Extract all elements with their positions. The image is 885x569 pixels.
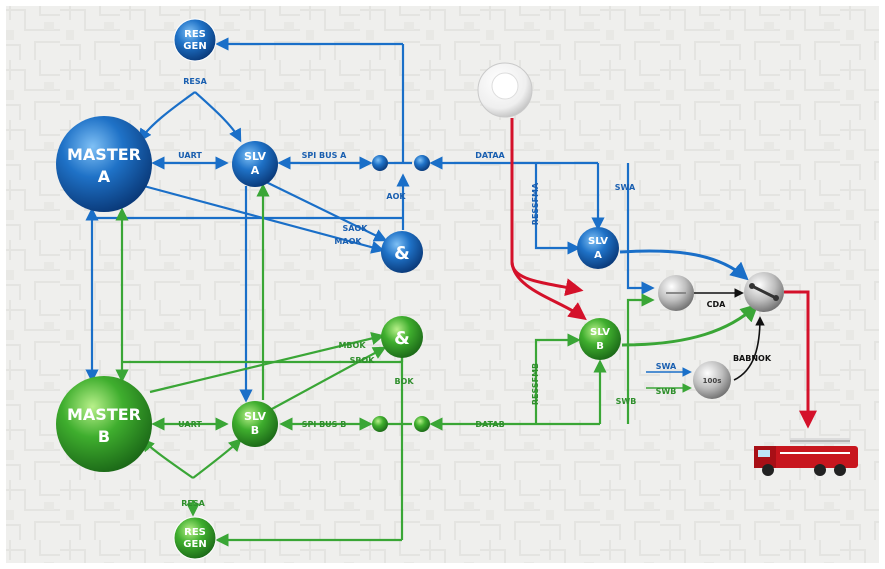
slv-a-node: SLV A [232, 141, 278, 187]
and-gate-b-symbol: & [394, 328, 410, 349]
fire-truck-icon [754, 438, 858, 476]
diagram-labels: RESA UART SPI BUS A DATAA AOK SAOK MAOK … [178, 77, 772, 508]
circuit-background [6, 6, 879, 563]
label-swb-input: SWB [656, 387, 677, 396]
label-saok: SAOK [343, 224, 369, 233]
resgen-b-node: RES GEN [173, 516, 217, 560]
output-switch-icon [744, 272, 784, 312]
master-a-line1: MASTER [67, 145, 141, 164]
label-sbok: SBOK [350, 356, 376, 365]
master-b-line1: MASTER [67, 405, 141, 424]
sensor-button-icon [477, 62, 533, 118]
label-ressfma: RESSFMA [531, 182, 540, 225]
red-connections [510, 118, 817, 429]
label-swb: SWB [616, 397, 637, 406]
label-swa: SWA [615, 183, 636, 192]
label-dataa: DATAA [475, 151, 505, 160]
label-cda: CDA [707, 300, 727, 309]
slv-a-output-line1: SLV [588, 236, 608, 247]
resgen-a-line1: RES [184, 29, 206, 40]
label-babnok: BABNOK [733, 354, 772, 363]
slv-b-output-line2: B [596, 341, 604, 352]
relay-switch-icon [658, 275, 694, 311]
label-mbok: MBOK [338, 341, 366, 350]
spi-bus-a-junction-1 [372, 155, 388, 171]
label-spi-bus-a: SPI BUS A [302, 151, 348, 160]
slv-b-line1: SLV [244, 410, 266, 423]
slv-a-output-node: SLV A [577, 227, 619, 269]
timer-label: 100s [703, 377, 722, 385]
master-b-node: MASTER B [56, 376, 152, 472]
slv-b-node: SLV B [232, 401, 278, 447]
label-datab: DATAB [475, 420, 504, 429]
label-maok: MAOK [334, 237, 362, 246]
master-a-node: MASTER A [56, 116, 152, 212]
slv-a-line2: A [251, 164, 260, 177]
label-bok: BOK [394, 377, 414, 386]
label-uart-a: UART [178, 151, 202, 160]
and-gate-a-symbol: & [394, 243, 410, 264]
slv-b-output-node: SLV B [579, 318, 621, 360]
resgen-b-line2: GEN [183, 539, 206, 550]
spi-bus-b-junction-2 [414, 416, 430, 432]
spi-bus-b-junction-1 [372, 416, 388, 432]
label-uart-b: UART [178, 420, 202, 429]
black-connections [694, 288, 765, 381]
spi-bus-a-junction-2 [414, 155, 430, 171]
label-aok: AOK [386, 192, 406, 201]
slv-a-line1: SLV [244, 150, 266, 163]
master-b-line2: B [98, 427, 110, 446]
resgen-a-node: RES GEN [173, 18, 217, 62]
label-spi-bus-b: SPI BUS B [302, 420, 347, 429]
slv-a-output-line2: A [594, 250, 602, 261]
label-resa-top: RESA [183, 77, 207, 86]
slv-b-output-line1: SLV [590, 327, 610, 338]
timer-icon: 100s [693, 361, 731, 399]
and-gate-b-node: & [381, 316, 423, 358]
and-gate-a-node: & [381, 231, 423, 273]
resgen-a-line2: GEN [183, 41, 206, 52]
blue-connections [85, 37, 749, 403]
label-resa-bottom: RESA [181, 499, 205, 508]
resgen-b-line1: RES [184, 527, 206, 538]
slv-b-line2: B [251, 424, 259, 437]
master-a-line2: A [98, 167, 111, 186]
label-ressfmb: RESSFMB [531, 363, 540, 405]
label-swa-input: SWA [656, 362, 677, 371]
